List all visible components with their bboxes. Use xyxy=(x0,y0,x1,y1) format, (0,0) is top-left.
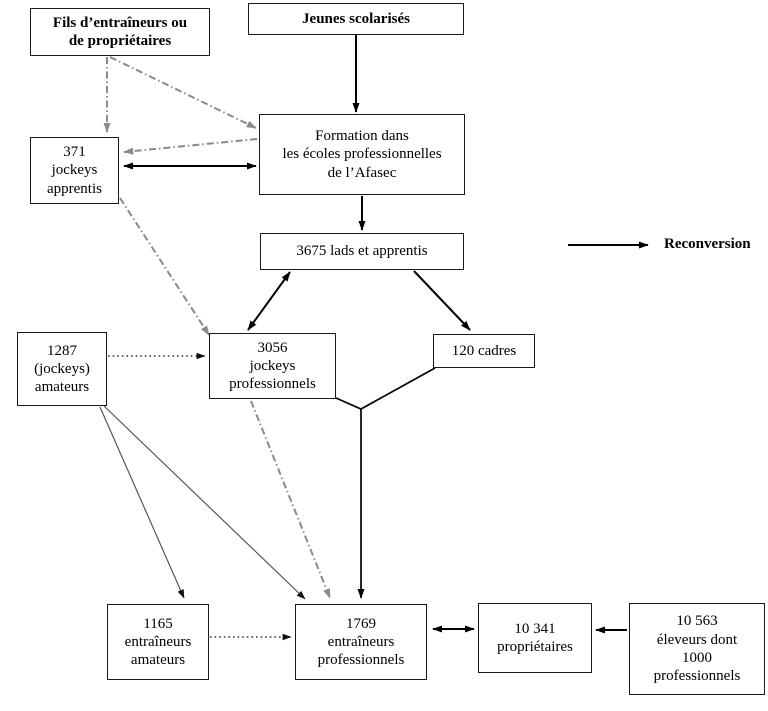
node-label: 371 jockeys apprentis xyxy=(47,144,102,197)
edge-fils-to-formation xyxy=(109,56,257,129)
edge-formation-to-jockeys-apprentis xyxy=(123,138,258,155)
node-label: 1287 (jockeys) amateurs xyxy=(34,342,90,396)
node-3675-lads-et-apprentis[interactable]: 3675 lads et apprentis xyxy=(260,233,464,270)
node-label: Formation dans les écoles professionnell… xyxy=(282,128,442,181)
node-label: 3675 lads et apprentis xyxy=(296,243,428,260)
node-10341-proprietaires[interactable]: 10 341 propriétaires xyxy=(478,603,592,673)
edge-lads-to-cadres xyxy=(413,270,471,331)
node-10563-eleveurs[interactable]: 10 563 éleveurs dont 1000 professionnels xyxy=(629,603,765,695)
node-label: 1165 entraîneurs amateurs xyxy=(124,615,192,669)
node-fils-entraineurs-proprietaires[interactable]: Fils d’entraîneurs ou de propriétaires xyxy=(30,8,210,56)
node-jeunes-scolarises[interactable]: Jeunes scolarisés xyxy=(248,3,464,35)
edge-cadres-jockeys-pro-junction-to-entraineurs-pro xyxy=(335,367,436,599)
node-label: Fils d’entraîneurs ou de propriétaires xyxy=(52,14,188,49)
edge-amateurs-to-entraineurs-amateurs xyxy=(99,406,185,599)
edge-jockeys-pro-to-entraineurs-pro xyxy=(250,400,331,599)
node-label: 1769 entraîneurs professionnels xyxy=(317,615,405,669)
node-1165-entraineurs-amateurs[interactable]: 1165 entraîneurs amateurs xyxy=(107,604,209,680)
legend: Reconversion xyxy=(664,236,751,253)
node-formation-ecoles-afasec[interactable]: Formation dans les écoles professionnell… xyxy=(259,114,465,195)
node-1769-entraineurs-professionnels[interactable]: 1769 entraîneurs professionnels xyxy=(295,604,427,680)
node-1287-jockeys-amateurs[interactable]: 1287 (jockeys) amateurs xyxy=(17,332,107,406)
node-label: 10 563 éleveurs dont 1000 professionnels xyxy=(653,613,741,685)
node-label: 120 cadres xyxy=(451,342,517,359)
node-label: 10 341 propriétaires xyxy=(497,620,573,655)
node-120-cadres[interactable]: 120 cadres xyxy=(433,334,535,368)
node-3056-jockeys-professionnels[interactable]: 3056 jockeys professionnels xyxy=(209,333,336,399)
legend-label: Reconversion xyxy=(664,236,751,252)
edge-amateurs-to-entraineurs-pro xyxy=(103,405,306,600)
edge-jockeys-apprentis-to-jockeys-pro xyxy=(119,197,210,336)
node-label: Jeunes scolarisés xyxy=(302,10,410,27)
edge-lads-jockeys-pro-bidirectional xyxy=(247,271,291,331)
node-371-jockeys-apprentis[interactable]: 371 jockeys apprentis xyxy=(30,137,119,204)
node-label: 3056 jockeys professionnels xyxy=(229,339,316,393)
